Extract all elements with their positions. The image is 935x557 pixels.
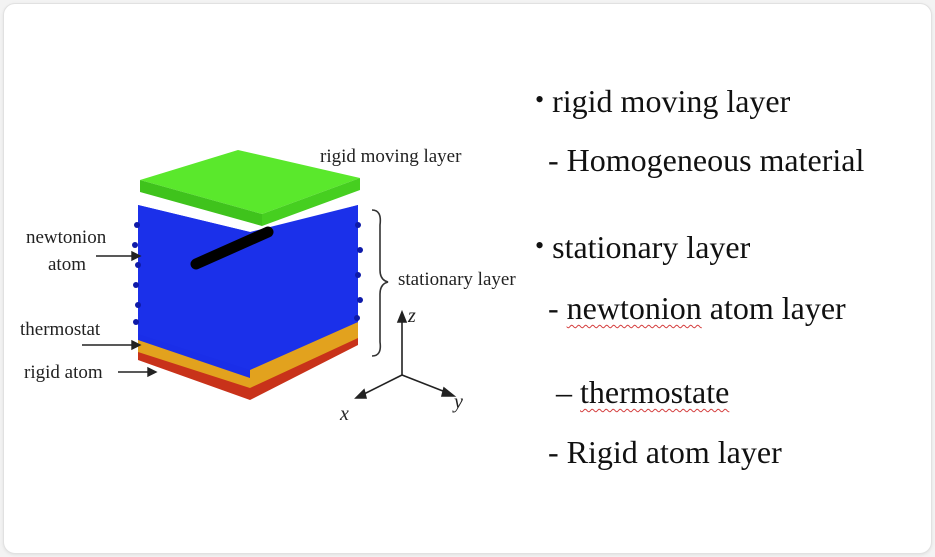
label-rigid-atom: rigid atom <box>24 362 103 383</box>
note-item2-sub3: - Rigid atom layer <box>548 434 782 470</box>
label-stationary-layer: stationary layer <box>398 269 516 290</box>
rigid-moving-layer-side <box>262 178 360 226</box>
spellcheck-word: thermostate <box>580 374 730 410</box>
leader-arrows <box>82 250 158 378</box>
note-item2-sub1: - newtonion atom layer <box>548 290 846 326</box>
coordinate-axes <box>354 309 457 399</box>
spellcheck-word: newtonion <box>566 290 702 326</box>
atom-dots <box>132 222 363 325</box>
axis-x-label: x <box>339 403 349 425</box>
tool-rod <box>190 226 274 270</box>
bullet-icon: • <box>535 231 545 260</box>
note-item1-title: •rigid moving layer <box>535 83 791 119</box>
rigid-moving-layer-front <box>140 180 262 226</box>
stationary-layer-body <box>138 205 358 370</box>
note-item1-sub: - Homogeneous material <box>548 142 865 178</box>
stationary-brace <box>371 209 389 357</box>
bullet-icon: • <box>535 85 545 114</box>
axis-z-label: z <box>407 305 416 327</box>
rigid-moving-layer-top <box>140 150 360 214</box>
label-rigid-moving-layer: rigid moving layer <box>320 146 462 167</box>
note-item2-sub2: – thermostate <box>556 374 730 410</box>
label-atom: atom <box>48 254 86 275</box>
note-item2-title: •stationary layer <box>535 229 751 265</box>
label-newtonion: newtonion <box>26 227 107 248</box>
axis-y-label: y <box>452 391 463 413</box>
label-thermostat: thermostat <box>20 319 101 340</box>
